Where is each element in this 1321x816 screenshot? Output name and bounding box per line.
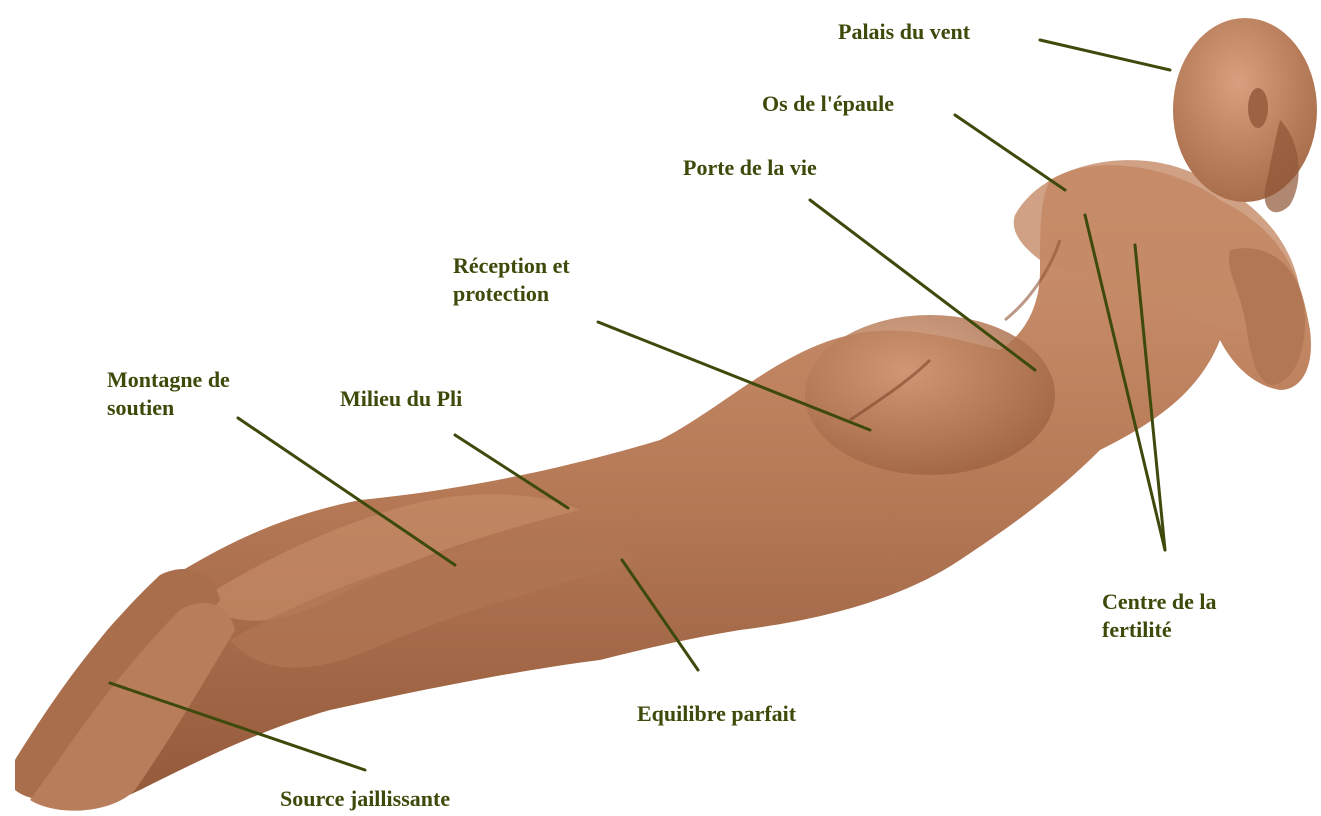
label-os-epaule: Os de l'épaule <box>762 91 895 116</box>
body-arm <box>1228 248 1305 385</box>
label-porte-vie: Porte de la vie <box>683 155 817 180</box>
body-spine <box>1004 239 1062 322</box>
body-calf-lower <box>230 538 640 668</box>
leader-line-reception <box>596 320 872 432</box>
leader-line-palais-du-vent <box>1038 38 1172 72</box>
label-centre-fertilite: Centre de la fertilité <box>1102 589 1217 642</box>
leader-line-os-epaule <box>953 113 1067 192</box>
label-source-jaillissante: Source jaillissante <box>280 786 451 811</box>
body-back <box>1013 160 1300 330</box>
leader-lines <box>108 38 1172 772</box>
body-buttocks <box>805 315 1055 475</box>
leader-line-centre-1 <box>1083 213 1167 552</box>
leader-line-montagne <box>236 416 457 567</box>
leader-line-milieu-pli <box>453 433 570 510</box>
label-milieu-pli: Milieu du Pli <box>340 386 463 411</box>
body-ear <box>1248 88 1268 128</box>
body-crease <box>849 358 932 422</box>
label-palais-du-vent: Palais du vent <box>838 19 971 44</box>
leader-line-centre-2 <box>1133 243 1167 552</box>
body-calf-upper <box>200 494 580 621</box>
leader-line-porte-vie <box>808 198 1037 372</box>
leader-line-source <box>108 681 367 772</box>
figure-silhouette <box>15 18 1317 811</box>
label-reception-protection: Réception et protection <box>453 253 570 306</box>
leader-line-equilibre <box>620 558 700 672</box>
label-montagne-soutien: Montagne de soutien <box>107 367 230 420</box>
body-face <box>1264 120 1299 213</box>
label-equilibre-parfait: Equilibre parfait <box>637 701 797 726</box>
body-feet-front <box>30 602 235 811</box>
